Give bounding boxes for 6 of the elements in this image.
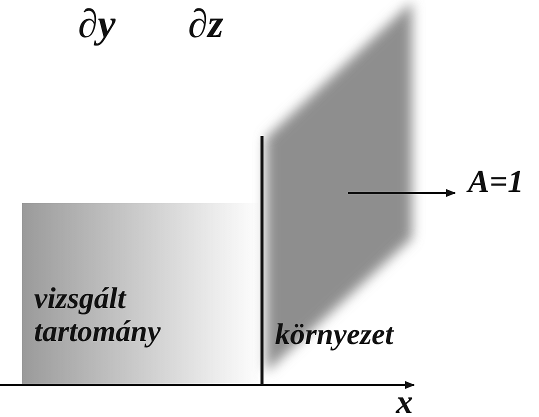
partial-derivative-symbol: ∂z [188,2,224,46]
area-label: A=1 [468,164,524,200]
partial-derivative-symbol: ∂y [78,2,116,46]
environment-label: környezet [275,318,394,351]
axis-label: x [396,384,413,417]
region-label: vizsgált tartomány [34,282,162,348]
